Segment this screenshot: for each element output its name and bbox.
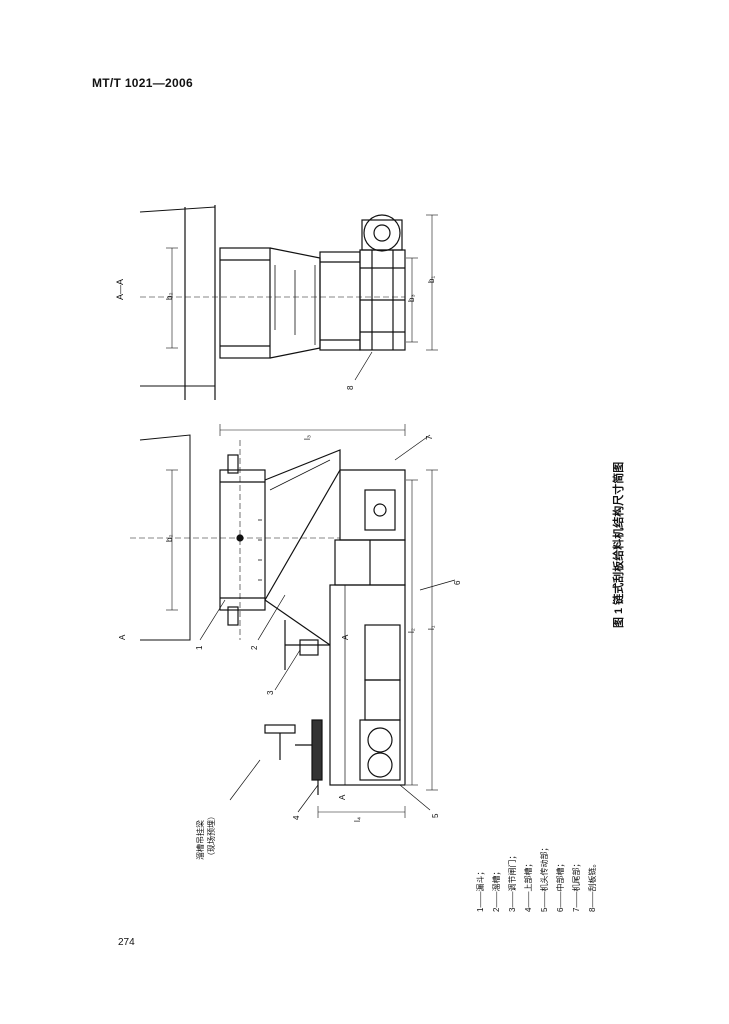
annotation-line-1: 溜槽吊挂梁 — [195, 820, 205, 860]
dim-top-b3: b₃ — [407, 294, 416, 302]
parts-legend: 1——漏斗； 2——溜槽； 3——调节闸门； 4——上部槽； 5——机头传动部；… — [475, 844, 597, 912]
callout-7: 7 — [425, 435, 434, 440]
legend-item-3: 3——调节闸门； — [507, 852, 517, 912]
dim-top-b1: b₁ — [427, 276, 436, 283]
callout-1: 1 — [195, 645, 204, 650]
section-mark-a-bot: A — [338, 794, 347, 800]
top-view-section — [139, 205, 438, 400]
dim-bottom-l2: l₂ — [407, 628, 416, 633]
callout-5: 5 — [431, 813, 440, 818]
callout-6: 6 — [453, 580, 462, 585]
side-elevation-view — [130, 424, 456, 818]
legend-item-5: 5——机头传动部； — [539, 844, 549, 912]
dim-bottom-l1: l₁ — [427, 625, 436, 630]
legend-item-6: 6——中部槽； — [555, 860, 565, 912]
legend-item-7: 7——机尾部； — [571, 860, 581, 912]
section-label: A—A — [115, 279, 125, 300]
callout-4: 4 — [292, 815, 301, 820]
legend-item-1: 1——漏斗； — [475, 868, 485, 912]
page-number: 274 — [118, 937, 135, 948]
dim-bottom-l3: l₃ — [303, 435, 312, 440]
standard-code-header: MT/T 1021—2006 — [92, 76, 193, 90]
legend-item-8: 8——刮板链。 — [587, 860, 597, 912]
callout-numbers: 8 1 2 3 4 5 6 7 — [195, 385, 462, 820]
hanger-annotation: 溜槽吊挂梁 （现场预埋） — [195, 812, 216, 860]
section-mark-a-mid: A — [341, 634, 350, 640]
dimension-labels: A—A b₂ b₃ b₁ b₂ l₃ l₂ l₁ l₄ A A A — [115, 276, 436, 822]
annotation-line-2: （现场预埋） — [206, 812, 216, 860]
callout-3: 3 — [266, 690, 275, 695]
callout-8: 8 — [346, 385, 355, 390]
dim-bottom-b2: b₂ — [165, 534, 174, 542]
legend-item-4: 4——上部槽； — [523, 860, 533, 912]
callout-2: 2 — [250, 645, 259, 650]
dim-top-b2: b₂ — [165, 292, 174, 300]
section-mark-a-top: A — [118, 634, 127, 640]
dim-bottom-l4: l₄ — [353, 817, 362, 822]
figure-caption: 图 1 链式刮板给料机结构尺寸简图 — [611, 462, 625, 628]
legend-item-2: 2——溜槽； — [491, 868, 501, 912]
